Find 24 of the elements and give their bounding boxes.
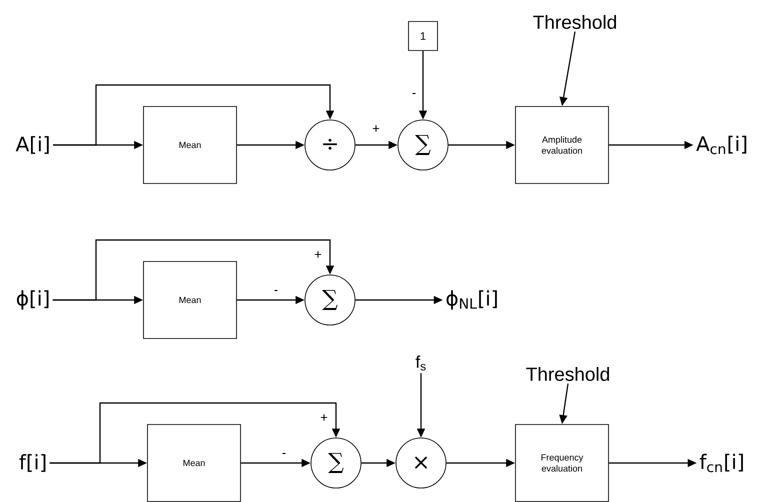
signal-label: A$_{cn}$[i] [696,136,746,154]
signal-label: Threshold [526,367,609,381]
signal-label: ϕ$_{NL}$[i] [446,290,497,310]
edge-label: + [319,413,329,423]
edge-label: + [371,124,381,134]
edge-label: - [280,452,288,458]
edge-label: + [313,250,323,260]
process-box: Frequency evaluation [515,424,609,502]
process-box: Mean [147,424,241,502]
constant-box: 1 [408,21,438,51]
edge-label: - [410,92,418,98]
signal-label: f$_{cn}$[i] [700,454,743,472]
arrow [50,402,340,464]
signal-label: ϕ[i] [16,290,48,310]
signal-label: f$_{s}$ [416,355,426,370]
signal-label: Threshold [533,15,616,29]
arrow [53,84,334,146]
signal-label: A[i] [16,136,49,154]
edge-label: - [272,289,280,295]
process-box: Mean [143,261,237,339]
process-box: Mean [143,106,237,184]
process-box: Amplitude evaluation [515,106,609,184]
signal-label: f[i] [19,454,46,472]
arrow [52,239,334,301]
